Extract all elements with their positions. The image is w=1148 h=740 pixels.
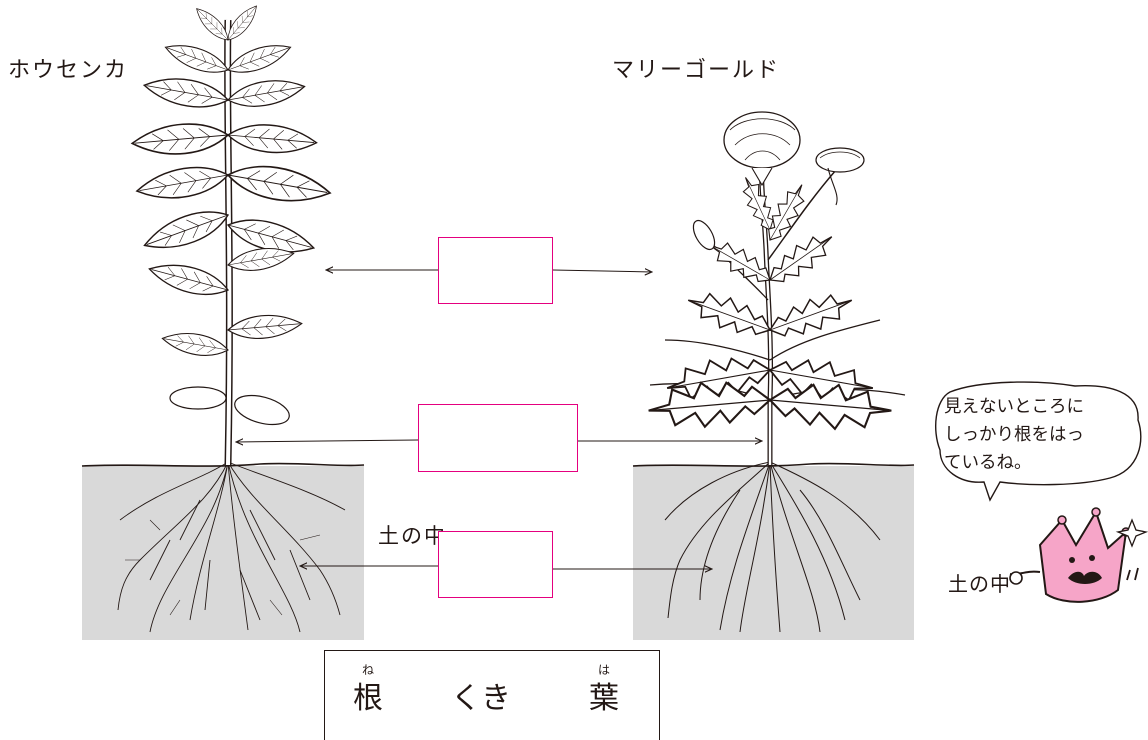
speech-line-2: しっかり根をはっ (944, 425, 1084, 445)
answer-box-leaf[interactable] (438, 237, 553, 304)
roots-left (117, 461, 346, 633)
impatiens-plant (130, 1, 334, 466)
stem-arrows (236, 440, 762, 442)
speech-bubble-shape (935, 381, 1142, 502)
word-stem-text: くき (451, 681, 511, 716)
root-arrows (300, 566, 712, 569)
speech-line-1: 見えないところに (944, 397, 1084, 417)
speech-line-3: ているね。 (944, 453, 1032, 473)
marigold-plant (645, 111, 906, 465)
word-leaf[interactable]: は 葉 (589, 663, 619, 717)
crown-mascot-icon (1009, 507, 1148, 603)
word-leaf-text: 葉 (589, 681, 619, 716)
soil-right (632, 462, 915, 640)
word-stem[interactable]: くき (451, 673, 511, 717)
soil-left (81, 462, 365, 640)
answer-box-stem[interactable] (418, 404, 578, 472)
plant-name-impatiens: ホウセンカ (8, 58, 129, 83)
word-root-ruby: ね (361, 663, 374, 677)
word-root-text: 根 (353, 681, 383, 716)
leaf-arrow-right (552, 270, 652, 272)
plant-name-marigold: マリーゴールド (612, 58, 781, 83)
stem-arrow-left (236, 440, 419, 442)
answer-box-root[interactable] (438, 531, 553, 598)
soil-label-right: 土の中 (948, 572, 1011, 596)
speech-bubble-text: 見えないところに しっかり根をはっ ているね。 (944, 393, 1140, 477)
word-bank: ね 根 くき は 葉 (324, 650, 660, 740)
word-root[interactable]: ね 根 (353, 663, 383, 717)
leaf-arrows (326, 270, 652, 272)
word-leaf-ruby: は (597, 663, 610, 677)
roots-right (664, 461, 881, 633)
soil-label-left: 土の中 (378, 524, 447, 548)
